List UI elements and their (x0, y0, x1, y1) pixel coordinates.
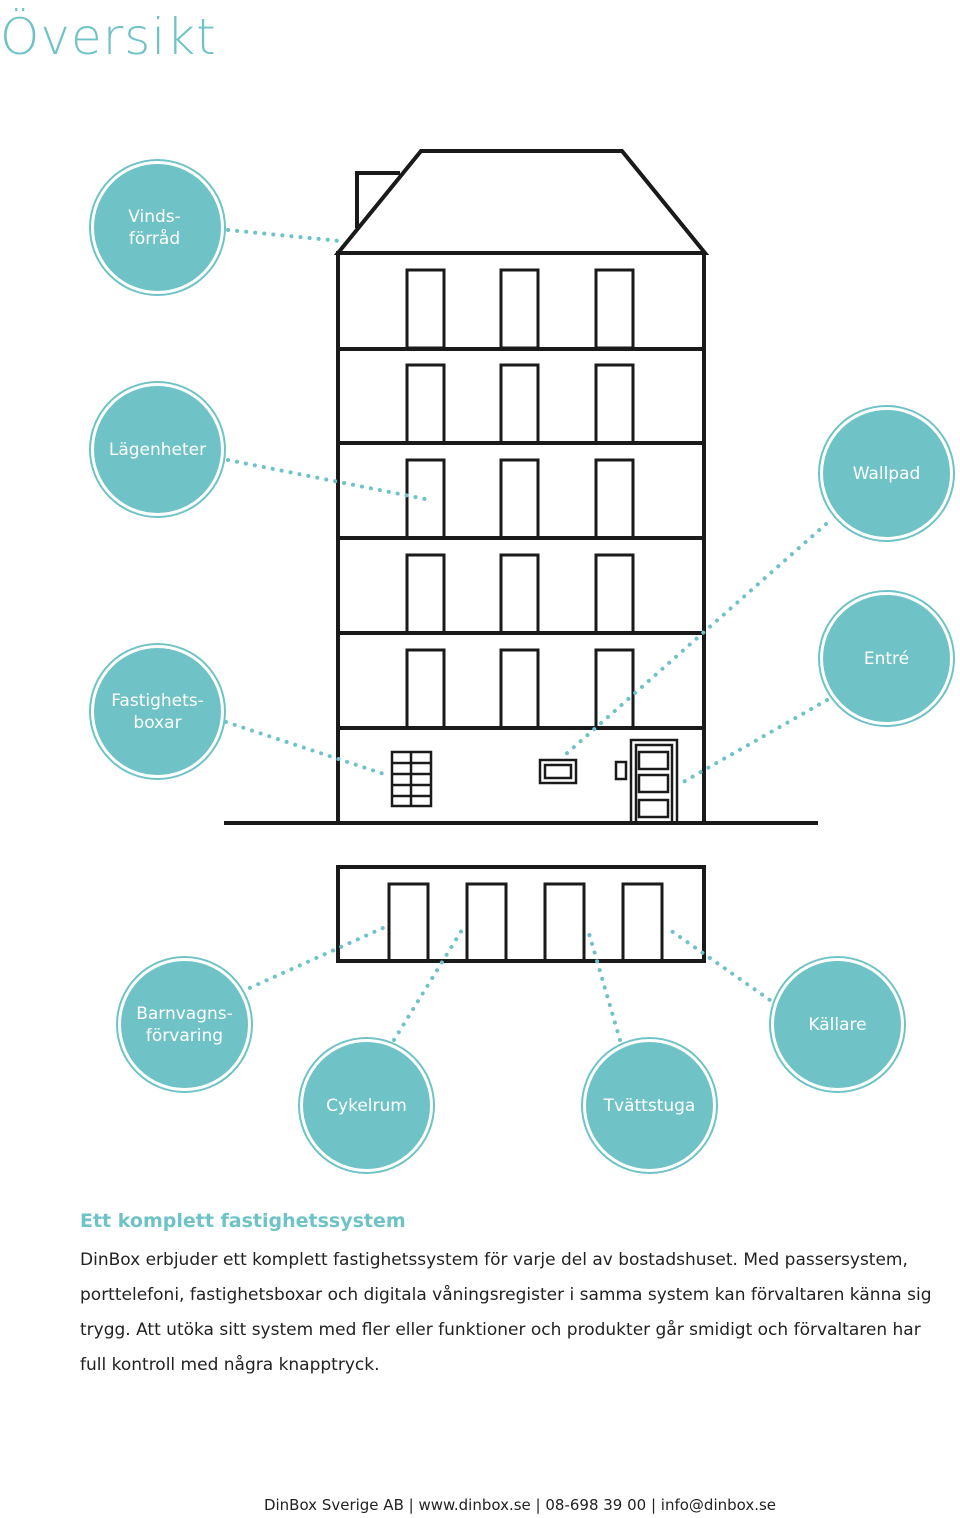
entrance-door (614, 738, 679, 825)
section-heading: Ett komplett fastighetssystem (80, 1210, 406, 1232)
node-cykelrum: Cykelrum (300, 1039, 433, 1172)
connector-vindsforrad (226, 228, 342, 243)
chimney (355, 171, 400, 228)
node-label: Barnvagns- förvaring (136, 1003, 233, 1046)
node-tvattstuga: Tvättstuga (583, 1039, 716, 1172)
basement (336, 865, 706, 963)
connector-wallpad (563, 522, 828, 757)
node-vindsforrad: Vinds- förråd (91, 161, 224, 294)
footer-contact: DinBox Sverige AB | www.dinbox.se | 08-6… (263, 1496, 777, 1514)
node-label: Fastighets- boxar (111, 690, 204, 733)
mailbox-grid (390, 750, 433, 808)
connector-kallare (668, 928, 779, 1007)
node-wallpad: Wallpad (820, 407, 953, 540)
roof (333, 149, 710, 255)
node-barnvagnsforvaring: Barnvagns- förvaring (118, 958, 251, 1091)
connector-barnvagnsforvaring (223, 926, 385, 1001)
connector-lines (223, 228, 829, 1042)
wallpad-device (538, 758, 578, 785)
windows (405, 268, 635, 730)
node-fastighetsboxar: Fastighets- boxar (91, 645, 224, 778)
node-label: Wallpad (852, 463, 921, 484)
node-kallare: Källare (771, 958, 904, 1091)
connector-entre (676, 698, 829, 787)
node-label: Tvättstuga (603, 1095, 696, 1116)
building-diagram (223, 149, 829, 1042)
connector-lagenheter (226, 458, 432, 502)
node-label: Lägenheter (108, 439, 207, 460)
node-label: Källare (808, 1014, 867, 1035)
connector-tvattstuga (586, 928, 622, 1042)
node-lagenheter: Lägenheter (91, 383, 224, 516)
node-label: Vinds- förråd (128, 206, 181, 249)
connector-fastighetsboxar (224, 720, 392, 778)
node-label: Cykelrum (326, 1095, 407, 1116)
node-label: Entré (863, 648, 910, 669)
page-title: Översikt (0, 8, 217, 66)
node-entre: Entré (820, 592, 953, 725)
basement-doors (387, 882, 664, 963)
section-body: DinBox erbjuder ett komplett fastighetss… (80, 1250, 932, 1375)
